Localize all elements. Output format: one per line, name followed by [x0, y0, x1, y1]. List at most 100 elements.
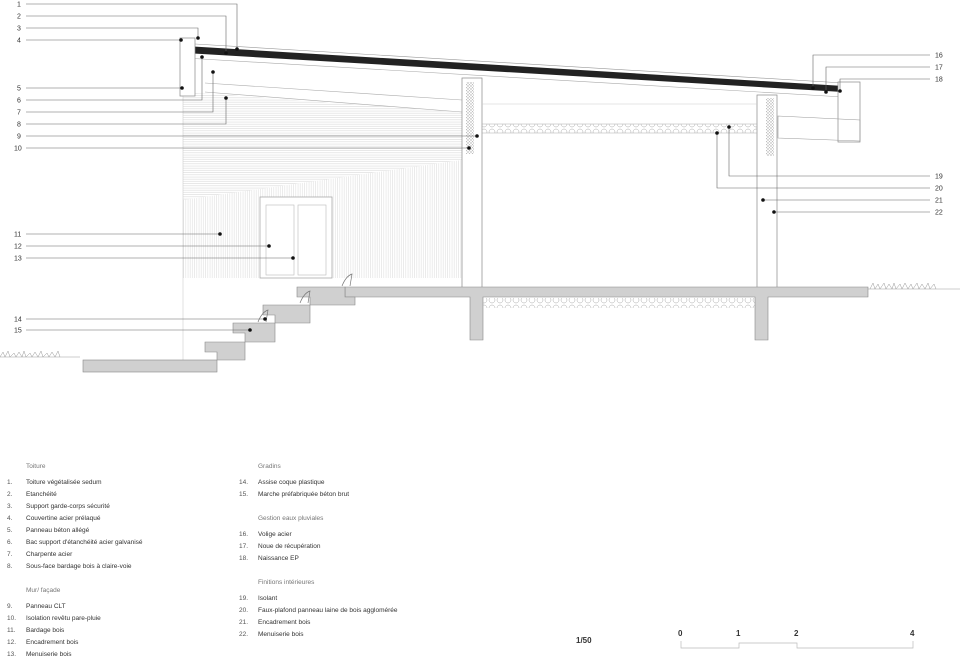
legend-item-number: 11.: [7, 627, 16, 634]
callout-14: 14: [14, 317, 22, 324]
legend-item-number: 10.: [7, 615, 17, 622]
legend-item-number: 14.: [239, 479, 249, 486]
legend-item: 9. Panneau CLT: [0, 601, 240, 613]
legend-item-number: 13.: [7, 651, 17, 658]
plastic-seats: [257, 273, 353, 323]
legend-item-number: 22.: [239, 631, 249, 638]
legend-item-label: Charpente acier: [26, 551, 73, 558]
legend-item: 22. Menuiserie bois: [232, 629, 472, 641]
legend-item: 11.Bardage bois: [0, 625, 240, 637]
callout-15: 15: [14, 328, 22, 335]
legend-item: 6.Bac support d'étanchéité acier galvani…: [0, 537, 240, 549]
legend-item-label: Sous-face bardage bois à claire-voie: [26, 563, 132, 570]
callout-4: 4: [17, 38, 21, 45]
legend-item-number: 5.: [7, 527, 13, 534]
legend-item: 21. Encadrement bois: [232, 617, 472, 629]
legend-item-label: Toiture végétalisée sedum: [26, 479, 102, 486]
callout-leaders: [26, 3, 930, 331]
legend-item-number: 4.: [7, 515, 13, 522]
callout-16: 16: [935, 53, 943, 60]
scale-tick-2: 2: [794, 629, 799, 638]
legend-item-number: 16.: [239, 531, 249, 538]
legend-item-number: 9.: [7, 603, 13, 610]
scale-bar: [680, 641, 914, 649]
legend-item-number: 7.: [7, 551, 13, 558]
callout-10: 10: [14, 146, 22, 153]
legend-item: 19. Isolant: [232, 593, 472, 605]
legend-item-label: Encadrement bois: [258, 619, 311, 626]
legend-item-label: Bac support d'étanchéité acier galvanisé: [26, 539, 143, 546]
legend-item-label: Encadrement bois: [26, 639, 79, 646]
legend-item-label: Naissance EP: [258, 555, 299, 562]
callout-3: 3: [17, 26, 21, 33]
callout-22: 22: [935, 210, 943, 217]
legend-item-number: 21.: [239, 619, 249, 626]
legend-item-label: Isolation revêtu pare-pluie: [26, 615, 101, 622]
legend-item: 8. Sous-face bardage bois à claire-voie: [0, 561, 240, 573]
callout-9: 9: [17, 134, 21, 141]
legend-item: 5. Panneau béton allégé: [0, 525, 240, 537]
callout-17: 17: [935, 65, 943, 72]
callout-8: 8: [17, 122, 21, 129]
legend-heading-finitions: Finitions intérieures: [258, 579, 315, 586]
legend-column-1: Toiture 1.Toiture végétalisée sedum 2. Eta…: [0, 461, 240, 661]
grass: [0, 282, 960, 358]
legend-item-label: Couvertine acier prélaqué: [26, 515, 101, 522]
roof-structure: [179, 37, 861, 143]
callout-5: 5: [17, 86, 21, 93]
callout-20: 20: [935, 186, 943, 193]
legend-item: 2. Etanchéité: [0, 489, 240, 501]
callout-6: 6: [17, 98, 21, 105]
legend-item-label: Menuiserie bois: [26, 651, 72, 658]
legend-item-label: Isolant: [258, 595, 278, 602]
legend-item-label: Etanchéité: [26, 491, 57, 498]
legend-item: 4. Couvertine acier prélaqué: [0, 513, 240, 525]
window-frame: [259, 196, 333, 279]
callout-7: 7: [17, 110, 21, 117]
legend-item-label: Panneau béton allégé: [26, 527, 90, 534]
legend-item-number: 17.: [239, 543, 249, 550]
legend-item: 17. Noue de récupération: [232, 541, 472, 553]
callout-1: 1: [17, 2, 21, 9]
legend-item-number: 20.: [239, 607, 249, 614]
legend-heading-gradins: Gradins: [258, 463, 281, 470]
legend-item-label: Faux-plafond panneau laine de bois agglo…: [258, 607, 398, 614]
scale-tick-4: 4: [910, 629, 915, 638]
legend-item: 20. Faux-plafond panneau laine de bois ag…: [232, 605, 472, 617]
legend-heading-toiture: Toiture: [26, 463, 46, 470]
legend-item-label: Volige acier: [258, 531, 292, 538]
legend-item-number: 15.: [239, 491, 249, 498]
legend-item: 13. Menuiserie bois: [0, 649, 240, 661]
legend-item: 14. Assise coque plastique: [232, 477, 472, 489]
legend-item-label: Assise coque plastique: [258, 479, 325, 486]
scale-tick-1: 1: [736, 629, 741, 638]
legend-item-number: 19.: [239, 595, 249, 602]
callout-11: 11: [14, 232, 21, 239]
clt-wall-and-ceiling: [461, 77, 778, 291]
scale-ratio: 1/50: [576, 636, 592, 645]
callout-dots: [179, 36, 842, 332]
legend-item-number: 3.: [7, 503, 13, 510]
legend-item: 15.Marche préfabriquée béton brut: [232, 489, 472, 501]
legend-item: 18.Naissance EP: [232, 553, 472, 565]
scale-tick-0: 0: [678, 629, 683, 638]
callout-21: 21: [935, 198, 943, 205]
callout-19: 19: [935, 174, 943, 181]
legend-item: 16. Volige acier: [232, 529, 472, 541]
legend-item: 10. Isolation revêtu pare-pluie: [0, 613, 240, 625]
legend-item-label: Menuiserie bois: [258, 631, 304, 638]
legend-item-number: 2.: [7, 491, 13, 498]
legend-item: 1.Toiture végétalisée sedum: [0, 477, 240, 489]
floor-slab: [344, 286, 869, 341]
legend-heading-eaux: Gestion eaux pluviales: [258, 515, 324, 522]
legend-item-number: 12.: [7, 639, 17, 646]
callout-2: 2: [17, 14, 21, 21]
legend-item-label: Noue de récupération: [258, 543, 321, 550]
legend-item-number: 8.: [7, 563, 13, 570]
callout-13: 13: [14, 256, 22, 263]
legend-item: 3.Support garde-corps sécurité: [0, 501, 240, 513]
legend-column-2: Gradins 14. Assise coque plastique 15.Marc…: [232, 461, 472, 641]
legend-item-label: Panneau CLT: [26, 603, 66, 610]
callout-12: 12: [14, 244, 22, 251]
